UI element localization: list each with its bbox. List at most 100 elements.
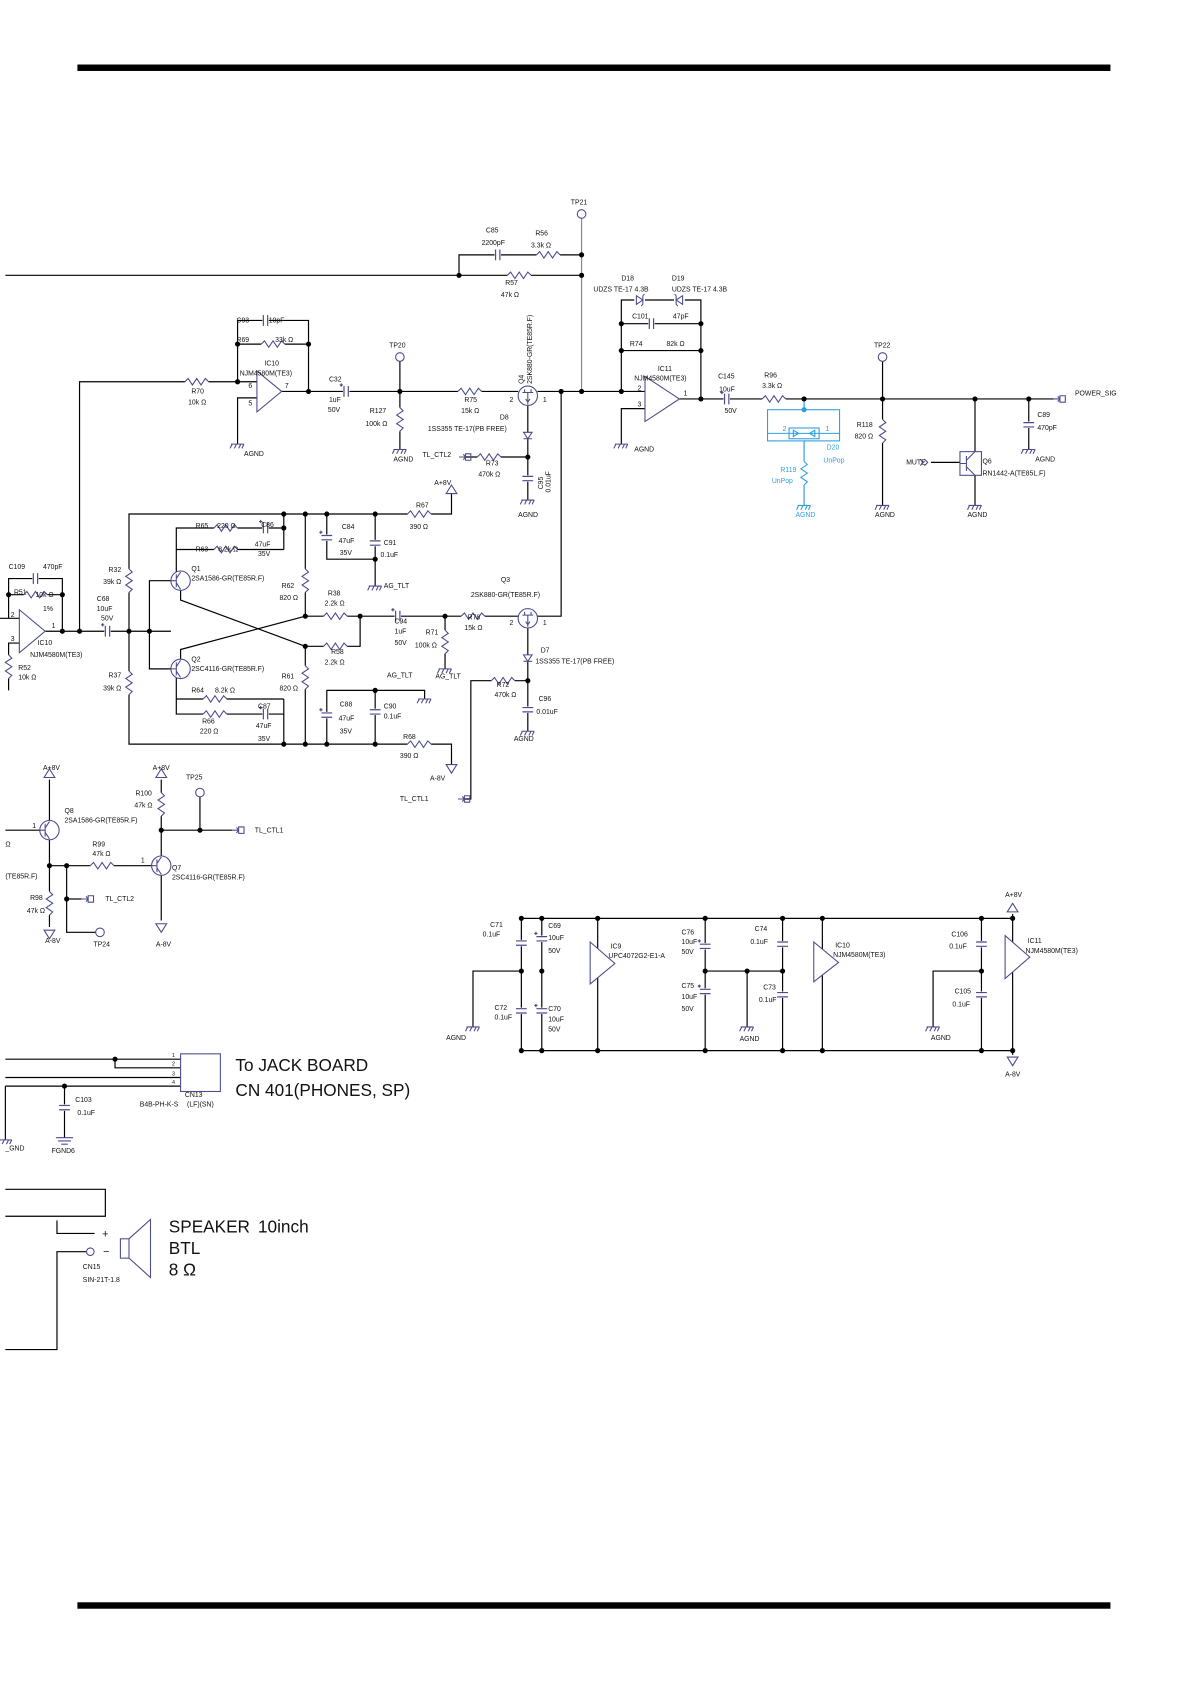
junction-dot bbox=[801, 396, 807, 402]
label-q4-stage-d8: D8 bbox=[500, 414, 509, 421]
label-driver-c91: C91 bbox=[384, 540, 397, 547]
capacitor-plates bbox=[697, 939, 711, 950]
capacitor-gap bbox=[777, 940, 788, 948]
electrolytic-capacitor-symbol bbox=[259, 519, 269, 534]
label-driver-r72: R72 bbox=[497, 682, 510, 689]
label-driver-ag-tlt1: AG_TLT bbox=[384, 583, 410, 590]
label-driver-r68: R68 bbox=[403, 734, 416, 741]
resistor-symbol bbox=[490, 676, 516, 685]
label-power-ic9-part: UPC4072G2-E1-A bbox=[608, 953, 665, 960]
label-input-buffer-r52: R52 bbox=[18, 665, 31, 672]
label-driver-q1: Q1 bbox=[191, 566, 200, 573]
label-driver-r67-v: 390 Ω bbox=[410, 524, 429, 531]
electrolytic-capacitor-symbol bbox=[259, 705, 269, 720]
junction-dot bbox=[698, 321, 704, 327]
resistor-symbol bbox=[878, 419, 887, 444]
wire bbox=[537, 391, 562, 617]
label-driver-r38-v: 2.2k Ω bbox=[325, 600, 345, 607]
junction-dot bbox=[618, 347, 624, 354]
capacitor-gap bbox=[494, 249, 501, 261]
junction-dot bbox=[59, 628, 65, 634]
junction-dot bbox=[324, 741, 330, 747]
ground-glyph bbox=[739, 1026, 755, 1032]
junction-dot bbox=[372, 511, 378, 517]
junction-dot bbox=[302, 643, 308, 649]
resistor-zigzag bbox=[507, 271, 532, 280]
capacitor-plates bbox=[777, 991, 788, 998]
label-input-buffer-c109: C109 bbox=[9, 564, 26, 571]
label-ic10-stage-agnd2: AGND bbox=[393, 456, 413, 463]
label-power-ic10: IC10 bbox=[835, 942, 850, 949]
label-output-q6: Q6 bbox=[983, 458, 992, 465]
label-driver-c87-v2: 35V bbox=[258, 736, 271, 743]
electrolytic-capacitor-symbol bbox=[339, 383, 350, 397]
junction-dot bbox=[539, 915, 545, 921]
label-driver-c68: C68 bbox=[97, 596, 110, 603]
resistor-symbol bbox=[323, 611, 348, 621]
label-q4-stage-c95-v: 0.01uF bbox=[545, 471, 552, 492]
label-ic11-stage-pin3: 3 bbox=[637, 401, 641, 408]
label-ic11-stage-agnd: AGND bbox=[634, 447, 654, 454]
label-driver-c88-v2: 35V bbox=[340, 728, 353, 735]
label-driver-r58: R58 bbox=[331, 649, 344, 656]
junction-dot bbox=[372, 687, 378, 693]
label-power-c70-v2: 50V bbox=[548, 1026, 561, 1033]
label-driver-vplus: A+8V bbox=[434, 480, 451, 487]
label-driver-r61-v: 820 Ω bbox=[279, 685, 298, 692]
label-ic11-stage-pin1: 1 bbox=[684, 391, 688, 398]
capacitor-plates bbox=[534, 1003, 548, 1014]
label-speaker-size: 10inch bbox=[258, 1216, 309, 1236]
ground-glyph bbox=[874, 504, 890, 510]
resistor-zigzag bbox=[202, 709, 228, 719]
capacitor-symbol bbox=[262, 315, 269, 326]
label-ic10-stage-ic: IC10 bbox=[264, 361, 279, 368]
resistor-zigzag bbox=[202, 694, 228, 704]
label-driver-c86-v2: 35V bbox=[258, 551, 271, 558]
power-rail-down-icon bbox=[154, 923, 168, 934]
label-driver-q1-part: 2SA1586-GR(TE85R.F) bbox=[191, 576, 264, 583]
ground-glyph bbox=[925, 1026, 941, 1032]
wire bbox=[175, 676, 284, 715]
diode-glyph bbox=[674, 293, 684, 307]
label-driver-c88-v: 47uF bbox=[339, 715, 355, 722]
transistor-symbol bbox=[39, 819, 60, 841]
ground-icon bbox=[966, 504, 982, 510]
electrolytic-capacitor-symbol bbox=[101, 623, 111, 637]
label-q4-stage-d8-part: 1SS355 TE-17(PB FREE) bbox=[428, 426, 507, 433]
label-speaker-plus: + bbox=[102, 1229, 108, 1241]
capacitor-gap bbox=[536, 1007, 548, 1015]
junction-dot bbox=[302, 741, 308, 747]
label-output-agnd-blue: AGND bbox=[795, 512, 815, 519]
label-output-r118: R118 bbox=[857, 422, 873, 429]
label-ic10-stage-tp20: TP20 bbox=[389, 342, 406, 349]
junction-dot bbox=[525, 454, 531, 460]
label-connectors-cn401: CN 401(PHONES, SP) bbox=[235, 1080, 410, 1100]
label-ic10-stage-r127: R127 bbox=[370, 408, 387, 415]
label-power-c75-v2: 50V bbox=[682, 1006, 695, 1013]
junction-dot bbox=[698, 396, 704, 402]
resistor-gap bbox=[395, 407, 405, 432]
junction-dot bbox=[197, 827, 203, 833]
resistor-zigzag bbox=[124, 670, 134, 696]
capacitor-gap bbox=[262, 708, 269, 720]
ground-glyph bbox=[367, 585, 383, 591]
mute-input-arrow-icon bbox=[919, 458, 929, 467]
transistor-symbol bbox=[151, 855, 172, 876]
label-driver-q3-part: 2SK880-GR(TE85R.F) bbox=[471, 592, 540, 599]
label-tl-control-r100: R100 bbox=[135, 791, 152, 798]
opamp-symbol bbox=[18, 608, 46, 654]
junction-dot bbox=[595, 915, 601, 921]
junction-dot bbox=[324, 511, 330, 517]
ground-glyph bbox=[416, 698, 432, 704]
resistor-gap bbox=[762, 394, 786, 404]
resistor-gap bbox=[213, 545, 238, 554]
label-input-buffer-r51-tol: 1% bbox=[43, 606, 53, 613]
label-input-buffer-r51-v: 10k Ω bbox=[35, 592, 53, 599]
ground-icon bbox=[874, 504, 890, 510]
junction-dot bbox=[46, 863, 53, 869]
opamp-symbol bbox=[1004, 934, 1031, 980]
capacitor-plates bbox=[391, 608, 401, 622]
label-ic10-stage-pin7: 7 bbox=[285, 383, 289, 390]
capacitor-symbol bbox=[976, 940, 987, 948]
junction-dot bbox=[780, 1048, 786, 1054]
